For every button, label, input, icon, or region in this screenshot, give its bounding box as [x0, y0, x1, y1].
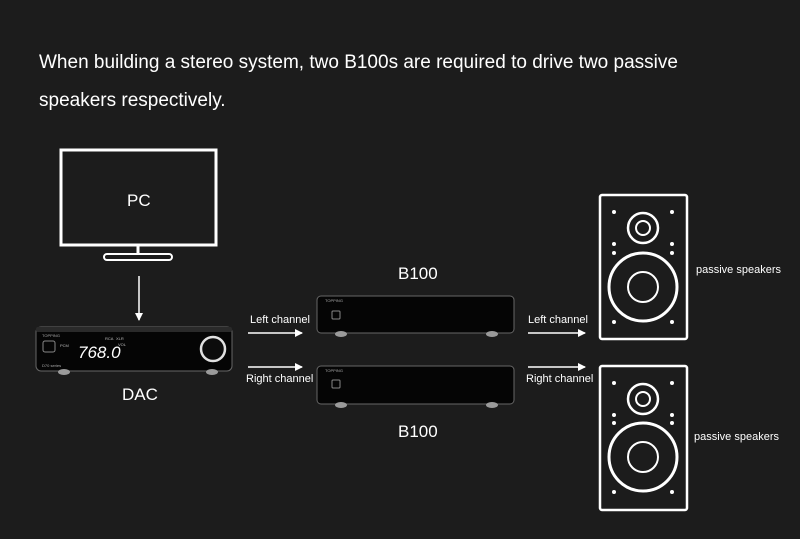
amp-left-channel-label: Left channel: [528, 314, 588, 326]
speaker-top-icon: [598, 193, 689, 341]
dac-mode-xlr: XLR: [116, 336, 124, 341]
dac-model-label: D70 series: [42, 363, 61, 368]
b100-top-device-icon: [316, 295, 515, 337]
amp-right-channel-label: Right channel: [526, 373, 594, 385]
speaker-bottom-label: passive speakers: [694, 431, 779, 443]
speaker-top-label: passive speakers: [696, 264, 781, 276]
b100-bottom-label: B100: [398, 422, 438, 441]
dac-sample-rate: 768.0: [78, 343, 121, 362]
pc-monitor-icon: [59, 148, 218, 261]
dac-left-channel-label: Left channel: [250, 314, 310, 326]
speaker-bottom-icon: [598, 364, 689, 512]
dac-vol-label: VOL: [118, 342, 127, 347]
b100-bottom-device-icon: [316, 365, 515, 408]
dac-mode-pcm: PCM: [60, 343, 69, 348]
b100-top-brand: TOPPING: [325, 298, 343, 303]
dac-right-channel-label: Right channel: [246, 373, 314, 385]
pc-label: PC: [127, 191, 151, 210]
dac-device-icon: [35, 326, 233, 375]
b100-top-label: B100: [398, 264, 438, 283]
b100-bottom-brand: TOPPING: [325, 368, 343, 373]
dac-label: DAC: [122, 385, 158, 404]
diagram-heading: When building a stereo system, two B100s…: [39, 52, 678, 111]
dac-mode-rca: RCA: [105, 336, 114, 341]
dac-brand-label: TOPPING: [42, 333, 60, 338]
